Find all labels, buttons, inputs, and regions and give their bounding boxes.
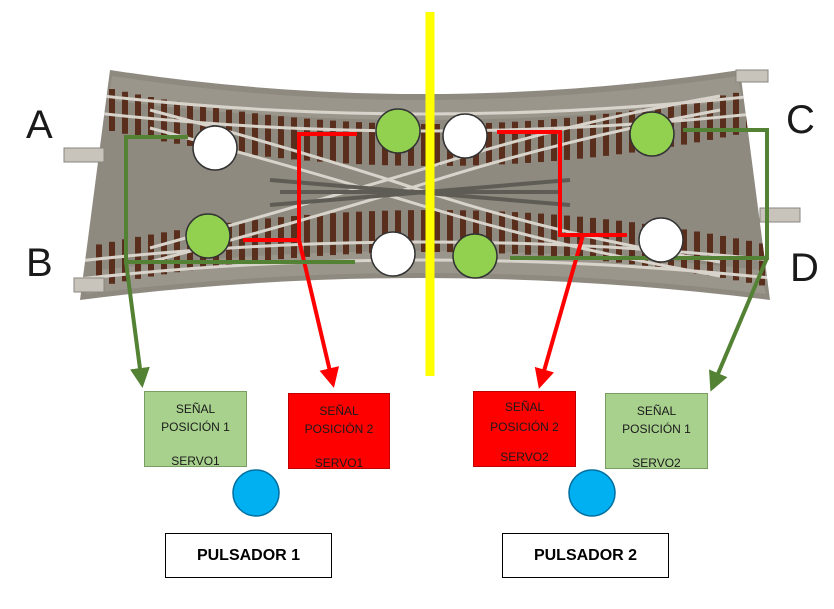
track-ends	[63, 69, 801, 293]
tie	[369, 211, 375, 254]
push-button-2-icon[interactable]	[568, 469, 616, 517]
signal-box-servo2-position1: SEÑAL POSICIÓN 1 SERVO2	[605, 393, 708, 469]
tie	[434, 123, 440, 166]
tie	[499, 211, 505, 254]
tie	[109, 89, 115, 132]
track-rails	[80, 90, 770, 282]
tie	[330, 120, 336, 163]
tie	[109, 241, 115, 284]
box-line: SEÑAL	[175, 402, 216, 416]
tie	[122, 91, 128, 134]
box-line: SERVO2	[632, 456, 681, 469]
tie	[174, 101, 180, 144]
tie	[551, 119, 557, 162]
tie	[746, 240, 752, 283]
box-line: POSICIÓN 1	[622, 422, 691, 436]
tie	[499, 122, 505, 165]
label-c: C	[786, 98, 815, 142]
box-line: POSICIÓN 2	[304, 422, 374, 436]
tie	[538, 120, 544, 163]
tie	[330, 213, 336, 256]
tie	[577, 216, 583, 259]
tie	[343, 212, 349, 255]
tie	[252, 113, 258, 156]
tie	[239, 221, 245, 264]
tie	[304, 214, 310, 257]
tie	[369, 122, 375, 165]
tie	[616, 112, 622, 155]
signal-box-servo1-position2: SEÑAL POSICIÓN 2 SERVO1	[288, 393, 390, 469]
tie	[733, 92, 739, 135]
signal-box-servo2-position2: SEÑAL POSICIÓN 2 SERVO2	[473, 391, 576, 467]
tie	[681, 229, 687, 272]
tie	[746, 90, 752, 133]
tie	[577, 116, 583, 159]
box-line: SERVO2	[500, 450, 549, 464]
push-button-1-icon[interactable]	[232, 469, 280, 517]
tie	[460, 210, 466, 253]
tie	[421, 210, 427, 253]
tie	[356, 122, 362, 165]
box-line: SEÑAL	[504, 400, 545, 414]
label-a: A	[26, 103, 53, 147]
tie	[759, 243, 765, 286]
tie	[96, 86, 102, 129]
tie	[356, 211, 362, 254]
signal-lines-position-1	[124, 128, 769, 392]
tie	[96, 244, 102, 287]
tie	[538, 213, 544, 256]
led-white-d	[638, 217, 684, 263]
box-line: SERVO1	[314, 456, 364, 469]
box-line: SEÑAL	[636, 404, 677, 418]
tie	[564, 117, 570, 160]
tie	[421, 123, 427, 166]
tie	[408, 210, 414, 253]
tie	[434, 210, 440, 253]
tie	[486, 122, 492, 165]
tie	[278, 116, 284, 159]
tie	[551, 214, 557, 257]
led-green-center-left-top	[375, 108, 421, 154]
tie	[187, 103, 193, 146]
tie	[304, 118, 310, 161]
tie	[395, 210, 401, 253]
tie	[382, 210, 388, 253]
led-green-b	[185, 213, 231, 259]
tie	[694, 100, 700, 143]
tie	[759, 87, 765, 130]
tie	[473, 210, 479, 253]
push-button-2-label[interactable]: PULSADOR 2	[502, 533, 669, 578]
led-white-center-right-top	[442, 113, 488, 159]
tie	[148, 234, 154, 277]
led-white-center-left-bottom	[370, 231, 416, 277]
tie	[681, 102, 687, 145]
tie	[525, 120, 531, 163]
tie	[239, 111, 245, 154]
signal-box-servo1-position1: SEÑAL POSICIÓN 1 SERVO1	[144, 391, 247, 467]
led-white-a	[192, 125, 238, 171]
tie	[447, 210, 453, 253]
tie	[135, 236, 141, 279]
tie	[343, 121, 349, 164]
box-line: POSICIÓN 2	[490, 420, 559, 434]
label-d: D	[790, 246, 819, 290]
tie	[291, 117, 297, 160]
tie	[486, 210, 492, 253]
led-green-center-right-bottom	[452, 233, 498, 279]
tie	[200, 106, 206, 149]
tie	[629, 222, 635, 265]
push-button-1-label[interactable]: PULSADOR 1	[165, 533, 332, 578]
crossing-frog	[269, 178, 571, 207]
box-line: POSICIÓN 1	[161, 420, 230, 434]
tie	[135, 94, 141, 137]
label-b: B	[26, 241, 53, 285]
box-line: SERVO1	[171, 454, 220, 467]
box-line: SEÑAL	[319, 404, 359, 418]
tie	[317, 119, 323, 162]
tie	[291, 215, 297, 258]
tie	[317, 213, 323, 256]
led-green-c	[629, 111, 675, 157]
tie	[265, 114, 271, 157]
